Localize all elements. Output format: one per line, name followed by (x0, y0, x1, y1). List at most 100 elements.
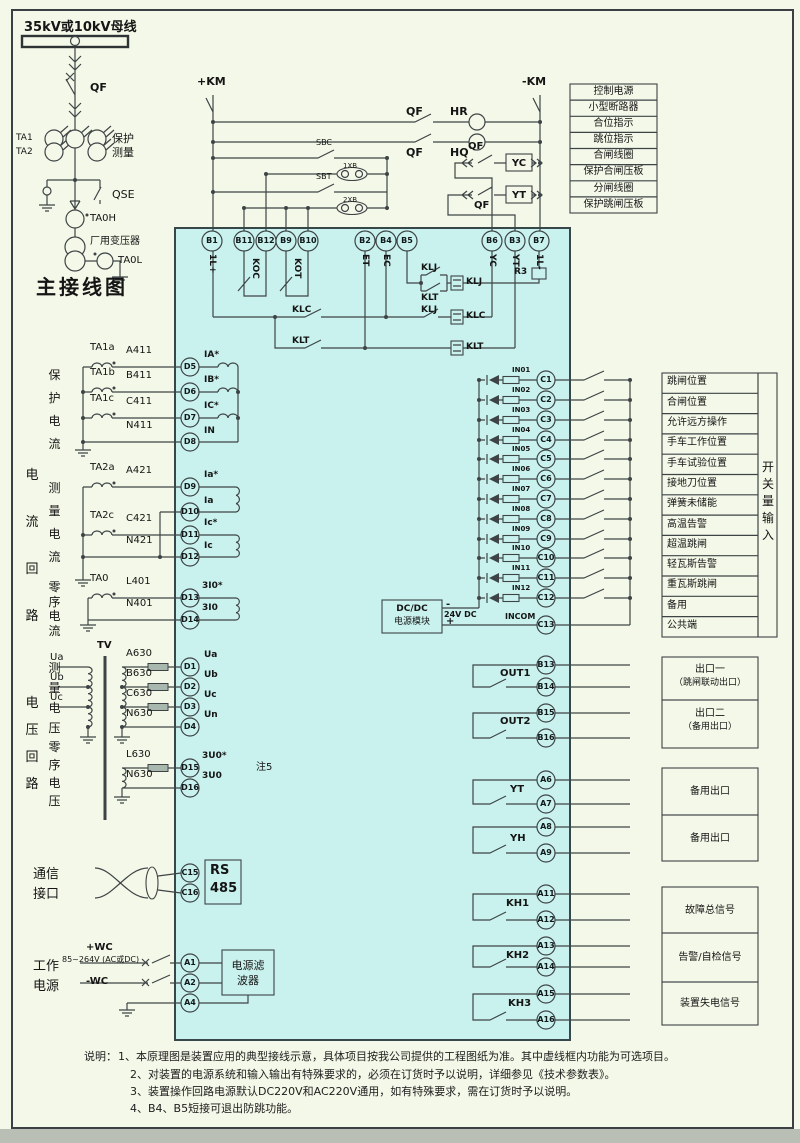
terminal-c6: C6 (540, 474, 552, 483)
rs485-485-label: 485 (210, 881, 238, 896)
tag-1l-plus: 1L+ (207, 254, 217, 274)
terminal-a8: A8 (540, 822, 552, 831)
signal-uc: Uc (204, 690, 217, 700)
control-legend-open: 跳位指示 (593, 134, 634, 145)
signal-ic: IC* (204, 401, 219, 411)
minus-wc-label: -WC (86, 976, 109, 987)
wire-l630-label: L630 (126, 749, 151, 760)
control-legend-closed: 合位指示 (593, 118, 634, 129)
terminal-c13: C13 (537, 620, 555, 629)
in04-label: IN04 (512, 426, 531, 434)
minus-km-label: -KM (522, 75, 547, 88)
terminal-c3: C3 (540, 415, 552, 424)
terminal-a14: A14 (537, 962, 555, 971)
terminal-d13: D13 (181, 593, 199, 602)
bin-label-5: 手车试验位置 (667, 458, 727, 469)
terminal-d9: D9 (183, 482, 197, 491)
wire-n401-label: N401 (126, 598, 153, 609)
klj-contact-a-label: KLJ (421, 263, 438, 273)
terminal-b12: B12 (257, 236, 275, 245)
terminal-a7: A7 (540, 799, 552, 808)
spare-out-box-1: 备用出口 (690, 786, 730, 797)
zero-seq-voltage-label: 零序电压 (48, 740, 61, 808)
wire-a411-label: A411 (126, 345, 152, 356)
terminal-c16: C16 (181, 888, 199, 897)
terminal-b3: B3 (509, 236, 521, 245)
ct-ta0-label: TA0 (90, 573, 109, 584)
ct-ta1a-label: TA1a (90, 342, 115, 353)
terminal-a1: A1 (184, 958, 196, 967)
signal-3i0: 3I0 (202, 603, 218, 613)
wire-a421-label: A421 (126, 465, 152, 476)
bin-label-2: 合闸位置 (667, 397, 707, 408)
tv-label: TV (97, 640, 112, 651)
comm-port-label: 通信接口 (32, 867, 59, 902)
power-range-label: 85~264V (AC或DC) (62, 955, 140, 964)
terminal-d2: D2 (183, 682, 197, 691)
bin-label-9: 超温跳闸 (667, 539, 707, 550)
signal-ib: IB* (204, 375, 219, 385)
control-legend-power: 控制电源 (593, 86, 634, 97)
plus-wc-label: +WC (86, 942, 113, 953)
wire-n421-label: N421 (126, 535, 153, 546)
terminal-d3: D3 (183, 702, 197, 711)
klc-coil-label: KLC (466, 311, 486, 321)
wire-c630-label: C630 (126, 688, 153, 699)
terminal-c9: C9 (540, 534, 552, 543)
dcdc-name1: DC/DC (396, 604, 428, 614)
terminal-b15: B15 (537, 708, 555, 717)
phase-ua-label: Ua (50, 652, 64, 663)
terminal-d4: D4 (183, 722, 197, 731)
signal-ia-m: Ia (204, 496, 214, 506)
yt-coil-label: YT (511, 190, 527, 201)
terminal-b1: B1 (206, 236, 218, 245)
klj-coil-label: KLJ (466, 277, 483, 287)
dcdc-voltage: 24V DC (444, 610, 477, 619)
in08-label: IN08 (512, 505, 531, 513)
terminal-b16: B16 (537, 733, 555, 742)
terminal-b6: B6 (486, 236, 498, 245)
wire-n630b-label: N630 (126, 769, 153, 780)
busbar-label: 35kV或10kV母线 (24, 20, 137, 35)
note-line-3: 3、装置操作回路电源默认DC220V和AC220V通用，如有特殊要求，需在订货时… (130, 1085, 578, 1098)
out2-contact-label: OUT2 (500, 716, 531, 727)
out1-contact-label: OUT1 (500, 668, 531, 679)
ct-ta2a-label: TA2a (90, 462, 115, 473)
terminal-c12: C12 (537, 593, 555, 602)
terminal-c1: C1 (540, 375, 552, 384)
terminal-b13: B13 (537, 660, 555, 669)
yh-out-contact-label: YH (510, 833, 526, 844)
sbc-button-label: SBC (316, 138, 333, 147)
terminal-d12: D12 (181, 552, 199, 561)
out2-box-line2: （备用出口） (682, 722, 737, 732)
klj-contact-c-label: KLJ (421, 305, 438, 315)
wire-n411-label: N411 (126, 420, 153, 431)
in02-label: IN02 (512, 386, 531, 394)
fault-signal-box: 故障总信号 (685, 905, 735, 916)
signal-3i0-star: 3I0* (202, 581, 223, 591)
terminal-c8: C8 (540, 514, 552, 523)
terminal-c4: C4 (540, 435, 552, 444)
breaker-qf-label: QF (90, 81, 107, 94)
note5-ref: 注5 (256, 762, 273, 773)
dcdc-name2: 电源模块 (393, 617, 430, 627)
yc-coil-label: YC (511, 158, 527, 169)
protection-winding-label: 保护 (112, 132, 134, 145)
koc-contact-label: KOC (250, 258, 260, 279)
main-diagram-title: 主接线图 (36, 275, 128, 299)
klt-coil-label: KLT (466, 342, 484, 352)
signal-ia-star: Ia* (204, 470, 219, 480)
metering-voltage-label: 测量电压 (48, 661, 61, 735)
signal-ia: IA* (204, 350, 220, 360)
qf-contact-yt-label: QF (474, 200, 490, 211)
power-filter-label: 电源滤波器 (231, 959, 265, 987)
in01-label: IN01 (512, 366, 531, 374)
note-line-1: 1、本原理图是装置应用的典型接线示意，具体项目按我公司提供的工程图纸为准。其中虚… (118, 1050, 675, 1063)
terminal-a12: A12 (537, 915, 555, 924)
bin-label-8: 高温告警 (667, 519, 707, 530)
plus-km-label: +KM (197, 75, 226, 88)
kh3-contact-label: KH3 (508, 998, 532, 1009)
terminal-a16: A16 (537, 1015, 555, 1024)
terminal-b9: B9 (280, 236, 292, 245)
terminal-c7: C7 (540, 494, 552, 503)
